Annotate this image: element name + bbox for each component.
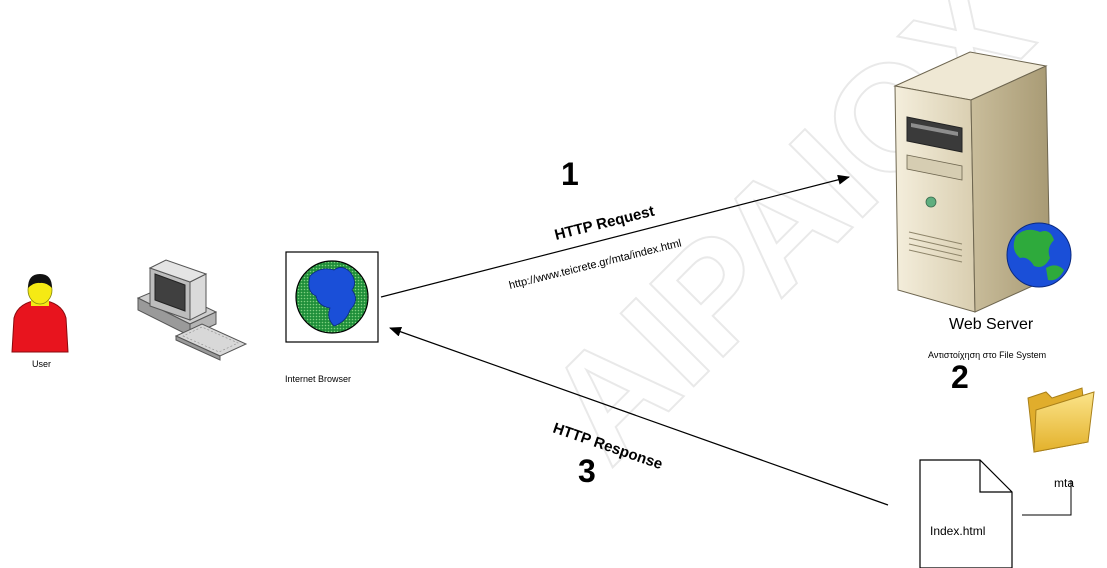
user-label: User <box>32 359 51 369</box>
response-step-number: 3 <box>578 453 596 489</box>
mapping-step-number: 2 <box>951 359 969 395</box>
folder-label: mta <box>1054 476 1074 490</box>
http-request-label: HTTP Request <box>553 203 656 244</box>
folder-icon <box>1027 387 1095 453</box>
globe-icon <box>1006 222 1072 288</box>
file-system-mapping-label: Αντιστοίχηση στο File System <box>928 350 1046 360</box>
browser-icon <box>285 251 379 343</box>
user-icon <box>11 274 69 353</box>
server-icon <box>893 51 1051 313</box>
http-request-arrow <box>380 174 850 298</box>
http-response-arrow <box>389 326 889 506</box>
file-label: Index.html <box>930 524 985 538</box>
web-server-label: Web Server <box>949 316 1034 333</box>
computer-icon <box>136 259 248 361</box>
request-step-number: 1 <box>561 156 579 192</box>
folder-file-connector <box>1022 480 1072 516</box>
browser-label: Internet Browser <box>285 374 351 384</box>
file-icon <box>919 459 1013 568</box>
